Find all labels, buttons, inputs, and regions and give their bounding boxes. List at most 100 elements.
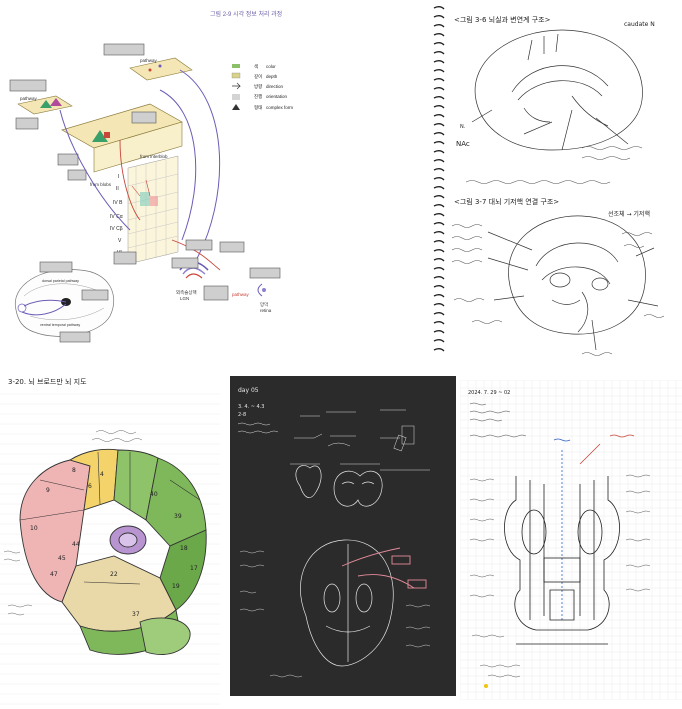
legend-value: orientation [266,94,288,99]
spiral-ring [433,249,445,253]
area-number: 37 [132,611,140,618]
area-number: 47 [50,571,58,578]
retina-label: retina [260,308,272,313]
spiral-ring [433,159,445,163]
v1-layer-column [127,155,179,265]
brain-sketch-top [295,465,383,507]
red-pathway-arrow [119,139,141,221]
black-notebook-page: day 05 3. 4. ~ 4.3 2-8 [237,387,431,678]
nac-label: NAc [456,140,470,148]
pathway-bottom-label: pathway [232,292,250,297]
spiral-ring [433,348,445,352]
from-interblob-label: from interblob [140,154,168,159]
area-number: 44 [72,541,80,548]
spiral-ring [433,123,445,127]
layer-label: IV Cβ [110,226,123,232]
handwritten-notes [469,402,527,438]
from-blobs-label: from blobs [90,182,112,187]
spiral-ring [433,204,445,208]
spiral-ring [433,294,445,298]
layer-label: IV B [113,200,123,206]
purple-pathway-arrow [179,69,221,263]
day-label: day 05 [238,387,259,394]
figure-bottom-title: <그림 3-7 대뇌 기저핵 연결 구조> [454,197,559,206]
spiral-ring [433,24,445,28]
ventral-stream-label: ventral temporal pathway [40,323,80,327]
spiral-notebook-panel: <그림 3-6 뇌실과 변연계 구조> caudate N N. NAc <그림… [432,0,682,362]
spiral-ring [433,177,445,181]
redacted-label-box [59,331,91,343]
spiral-ring [433,303,445,307]
area-insula-core [118,532,138,548]
redacted-label-box [15,117,39,130]
orientation-bars-icon [232,94,240,100]
caudate-label: caudate N [624,21,655,28]
section-heading: 2-8 [238,412,246,418]
spiral-ring [433,339,445,343]
legend-value: complex form [266,105,293,110]
redacted-label-box [67,169,87,181]
triangle-icon [232,104,240,110]
spiral-ring [433,150,445,154]
legend-value: direction [266,84,284,89]
area-number: 8 [72,467,76,474]
spiral-ring [433,42,445,46]
legend-key: 깊이 [254,73,262,80]
legend-key: 형태 [254,104,262,111]
area-numbers: 4 6 8 9 10 17 18 19 22 37 39 40 44 45 47 [30,467,198,618]
area-frontal [19,459,91,603]
brain-areas [19,448,207,655]
redacted-label-box [249,267,281,279]
depth-cube-icon [231,72,241,79]
spiral-ring [433,105,445,109]
handwritten-notes [239,550,431,678]
spiral-ring [433,141,445,145]
legend-key: 색 [254,63,258,70]
spiral-ring [433,15,445,19]
area-number: 40 [150,491,158,498]
limbic-sketch [471,29,643,151]
spiral-ring [433,258,445,262]
red-annotations [579,434,635,465]
dorsal-stream-label: dorsal parietal pathway [42,279,79,283]
basal-ganglia-note: 선조체 → 기저핵 [608,210,650,218]
area-number: 19 [172,583,180,590]
grid-notebook-page: 2024. 7. 29 ~ 02 [460,380,682,700]
area-prefrontal [68,448,119,511]
visual-pathways-panel: 그림 2-9 시각 정보 처리 과정 pathway 색 color 깊이 de… [0,0,300,360]
retina-korean-label: 망막 [260,301,268,308]
redacted-label-box [113,251,137,265]
layer-label: IV Cα [110,214,123,220]
spiral-binding [433,6,445,352]
spiral-ring [433,195,445,199]
spiral-ring [433,6,445,10]
brain-sketch-bottom [300,539,394,667]
handwritten-notes [3,430,143,616]
grid-lines [460,380,682,700]
figure-caption: 그림 2-9 시각 정보 처리 과정 [210,10,282,18]
legend-key: 방향 [254,83,262,89]
visual-pathways-diagram: 그림 2-9 시각 정보 처리 과정 pathway 색 color 깊이 de… [9,10,293,343]
purple-pathway-arrow [159,89,197,241]
handwritten-labels [469,474,651,678]
spiral-ring [433,312,445,316]
redacted-label-box [81,289,109,301]
grid-notebook-panel: 2024. 7. 29 ~ 02 [460,380,682,700]
brodmann-map: 3-20. 뇌 브로드만 뇌 지도 4 [0,377,220,705]
layer-label: I [118,174,119,180]
lgn-label: LGN [180,296,189,301]
spiral-ring [433,132,445,136]
spiral-ring [433,60,445,64]
spiral-ring [433,267,445,271]
spiral-ring [433,51,445,55]
spiral-ring [433,276,445,280]
pink-pathway-lines [341,547,427,589]
spiral-ring [433,96,445,100]
spiral-ring [433,87,445,91]
date-label: 2024. 7. 29 ~ 02 [468,390,510,396]
blue-annotations [553,438,571,620]
layer-label: V [118,238,122,244]
redacted-label-box [57,153,79,166]
redacted-label-box [219,241,245,253]
area-number: 45 [58,555,66,562]
